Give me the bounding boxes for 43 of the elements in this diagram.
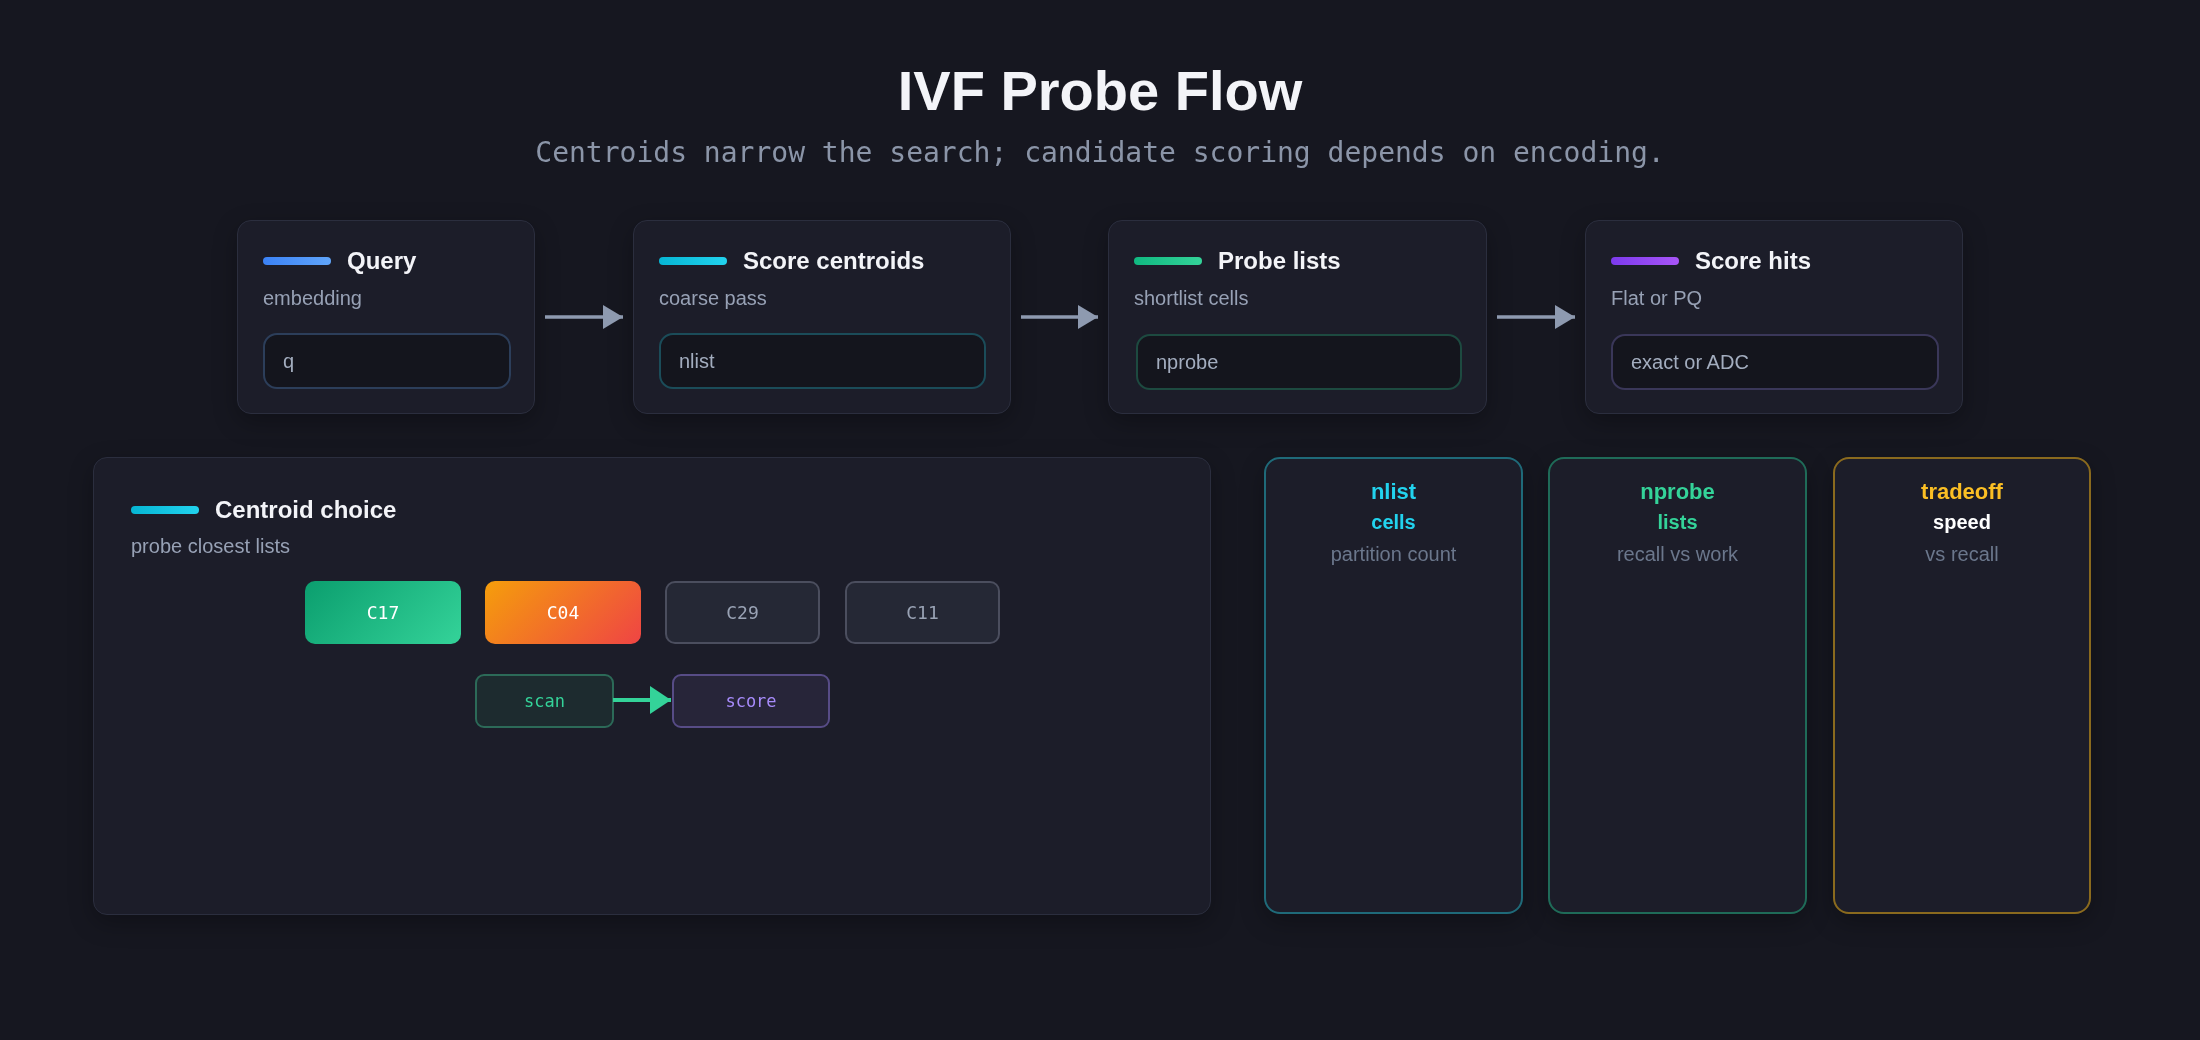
- param-field: exact or ADC: [1611, 334, 1939, 390]
- card-title: Score hits: [1695, 247, 1812, 275]
- card-subtitle: cells: [1371, 510, 1416, 535]
- arrow: [613, 686, 671, 714]
- centroid-chip: C04: [485, 581, 641, 644]
- card-title: nlist: [1370, 479, 1417, 505]
- param-field: nlist: [659, 333, 986, 389]
- card-title: Probe lists: [1218, 247, 1341, 275]
- centroid-chip: C29: [665, 581, 820, 644]
- card-note: vs recall: [1925, 542, 1999, 567]
- diagram-title: IVF Probe Flow: [897, 62, 1303, 120]
- arrow: [1497, 305, 1575, 329]
- arrow: [545, 305, 623, 329]
- info-card: [1833, 457, 2091, 914]
- card-subtitle: lists: [1657, 510, 1698, 535]
- card-subtitle: Flat or PQ: [1611, 286, 1703, 310]
- centroid-chip: C11: [845, 581, 1000, 644]
- stage-tag: score: [672, 674, 830, 728]
- step-card: [1585, 220, 1963, 414]
- info-card: [1264, 457, 1523, 914]
- card-note: partition count: [1330, 542, 1457, 567]
- info-card: [1548, 457, 1807, 914]
- card-title: tradeoff: [1921, 479, 2003, 505]
- centroid-chip: C17: [305, 581, 461, 644]
- card-title: Query: [347, 247, 417, 275]
- param-field: q: [263, 333, 511, 389]
- step-card: [237, 220, 535, 414]
- diagram-subtitle: Centroids narrow the search; candidate scoring depends on encoding.: [535, 136, 1665, 170]
- step-card: [633, 220, 1011, 414]
- card-title: Score centroids: [743, 247, 925, 275]
- card-subtitle: coarse pass: [659, 286, 767, 310]
- card-note: recall vs work: [1616, 542, 1739, 567]
- card-subtitle: shortlist cells: [1134, 286, 1249, 310]
- stage-tag: scan: [475, 674, 614, 728]
- param-field: nprobe: [1136, 334, 1462, 390]
- card-title: Centroid choice: [215, 496, 397, 524]
- card-subtitle: embedding: [263, 286, 362, 310]
- card-subtitle: probe closest lists: [131, 534, 290, 558]
- card-subtitle: speed: [1933, 510, 1991, 535]
- card-title: nprobe: [1640, 479, 1715, 505]
- step-card: [1108, 220, 1487, 414]
- arrow: [1021, 305, 1098, 329]
- centroid-panel: [93, 457, 1211, 915]
